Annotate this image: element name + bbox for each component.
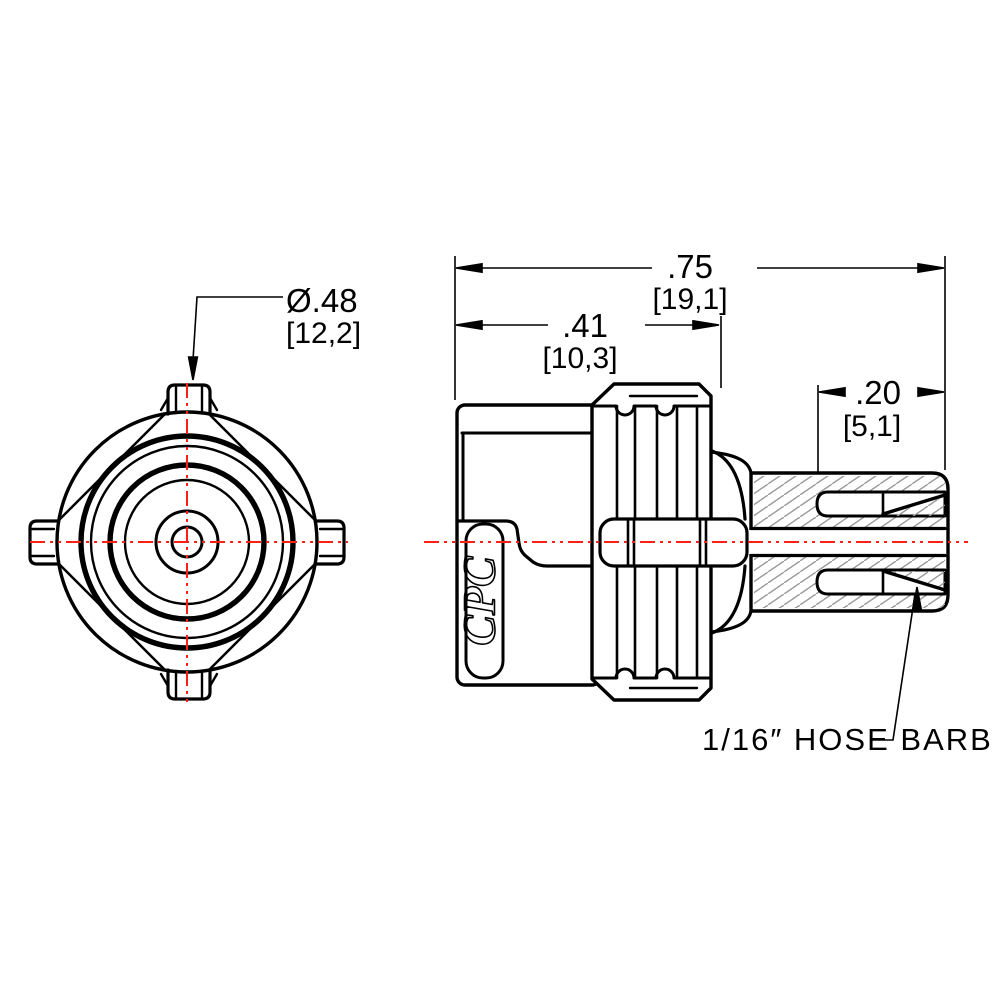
logo-panel <box>464 522 505 680</box>
dim-overall-length <box>455 262 945 274</box>
front-tab-top <box>159 383 219 416</box>
leader-diameter <box>187 296 283 381</box>
centerlines <box>30 383 968 703</box>
arrowhead-right-icon <box>917 386 945 398</box>
arrowhead-left-icon <box>818 386 846 398</box>
cpc-logo-text: CPC <box>454 555 505 646</box>
side-view: CPC <box>453 382 950 702</box>
label-body-in: .41 <box>562 307 608 344</box>
front-tab-right <box>314 519 346 566</box>
arrowhead-right-icon <box>692 319 720 331</box>
front-corner-flats <box>57 412 317 672</box>
front-tab-bottom <box>159 668 219 701</box>
side-body: CPC <box>453 403 602 687</box>
label-diameter-in: Ø.48 <box>286 282 358 319</box>
side-bell <box>709 449 753 635</box>
label-hose-barb-note: 1/16″ HOSE BARB <box>702 722 993 757</box>
arrowhead-up-icon <box>911 586 923 613</box>
label-overall-mm: [19,1] <box>652 283 727 316</box>
arrowhead-right-icon <box>917 262 945 274</box>
arrowhead-left-icon <box>455 319 483 331</box>
label-overall-in: .75 <box>667 248 713 285</box>
label-barb-mm: [5,1] <box>843 410 901 443</box>
dim-barb-length <box>818 386 945 398</box>
label-body-mm: [10,3] <box>542 342 617 375</box>
dimensions <box>187 256 946 741</box>
label-diameter-mm: [12,2] <box>286 317 361 350</box>
dimension-labels: Ø.48 [12,2] .75 [19,1] .41 [10,3] .20 [5… <box>286 248 993 757</box>
label-barb-in: .20 <box>855 374 901 411</box>
side-stem-window <box>598 517 749 568</box>
arrowhead-left-icon <box>455 262 483 274</box>
arrowhead-down-icon <box>187 356 199 381</box>
dim-body-length <box>455 319 720 331</box>
leader-hose-barb <box>872 586 923 741</box>
